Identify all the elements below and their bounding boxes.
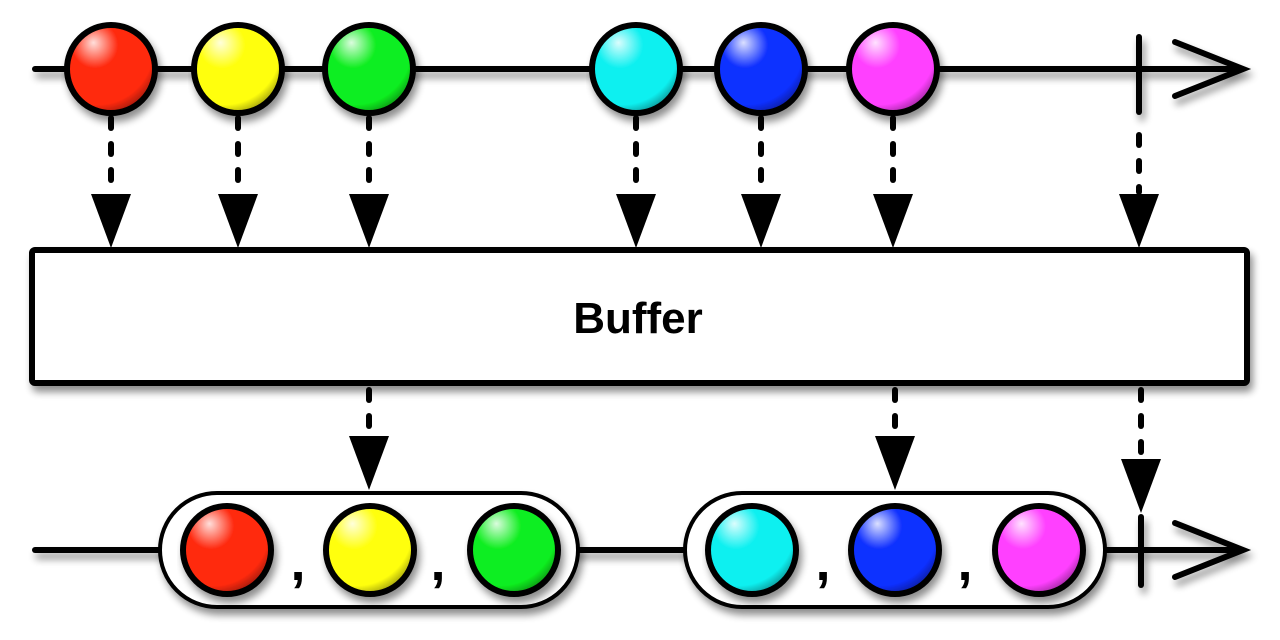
input-arrows bbox=[91, 115, 1159, 248]
arrow-down-icon bbox=[349, 436, 389, 490]
input-arrow-magenta bbox=[873, 115, 913, 248]
arrow-down-icon bbox=[91, 194, 131, 248]
input-arrow-green bbox=[349, 115, 389, 248]
output-buffer-group-2: ,, bbox=[683, 491, 1107, 609]
source-timeline-arrow-icon bbox=[1172, 39, 1252, 99]
operator-box bbox=[29, 247, 1250, 386]
output-groups: ,,,, bbox=[158, 491, 1107, 609]
arrow-down-icon bbox=[875, 436, 915, 490]
comma-separator: , bbox=[290, 532, 305, 592]
arrow-down-icon bbox=[616, 194, 656, 248]
arrow-down-icon bbox=[1121, 459, 1161, 513]
source-marble-magenta bbox=[846, 22, 940, 116]
source-marble-green bbox=[322, 22, 416, 116]
comma-separator: , bbox=[957, 532, 972, 592]
arrow-down-icon bbox=[1119, 194, 1159, 248]
input-arrow-yellow bbox=[218, 115, 258, 248]
source-marble-cyan bbox=[589, 22, 683, 116]
arrow-down-icon bbox=[873, 194, 913, 248]
comma-separator: , bbox=[815, 532, 830, 592]
source-marble-red bbox=[64, 22, 158, 116]
output-marble-cyan bbox=[705, 503, 799, 597]
input-arrow-cyan bbox=[616, 115, 656, 248]
arrow-down-icon bbox=[741, 194, 781, 248]
output-arrow-group-1 bbox=[349, 387, 389, 490]
source-marble-blue bbox=[714, 22, 808, 116]
arrow-down-icon bbox=[218, 194, 258, 248]
comma-separator: , bbox=[430, 532, 445, 592]
operator-rect bbox=[29, 247, 1250, 386]
output-arrow-completion bbox=[1121, 387, 1161, 513]
output-arrow-group-2 bbox=[875, 387, 915, 490]
output-timeline-arrow-icon bbox=[1172, 520, 1252, 580]
output-marble-red bbox=[180, 503, 274, 597]
input-arrow-blue bbox=[741, 115, 781, 248]
output-marble-magenta bbox=[992, 503, 1086, 597]
output-marble-green bbox=[467, 503, 561, 597]
arrow-down-icon bbox=[349, 194, 389, 248]
output-buffer-group-1: ,, bbox=[158, 491, 580, 609]
output-marble-yellow bbox=[323, 503, 417, 597]
operator-label: Buffer bbox=[573, 294, 703, 343]
output-marble-blue bbox=[848, 503, 942, 597]
input-arrow-completion bbox=[1119, 132, 1159, 248]
output-arrows bbox=[349, 387, 1161, 513]
input-arrow-red bbox=[91, 115, 131, 248]
source-marble-yellow bbox=[191, 22, 285, 116]
source-marbles bbox=[64, 22, 940, 116]
